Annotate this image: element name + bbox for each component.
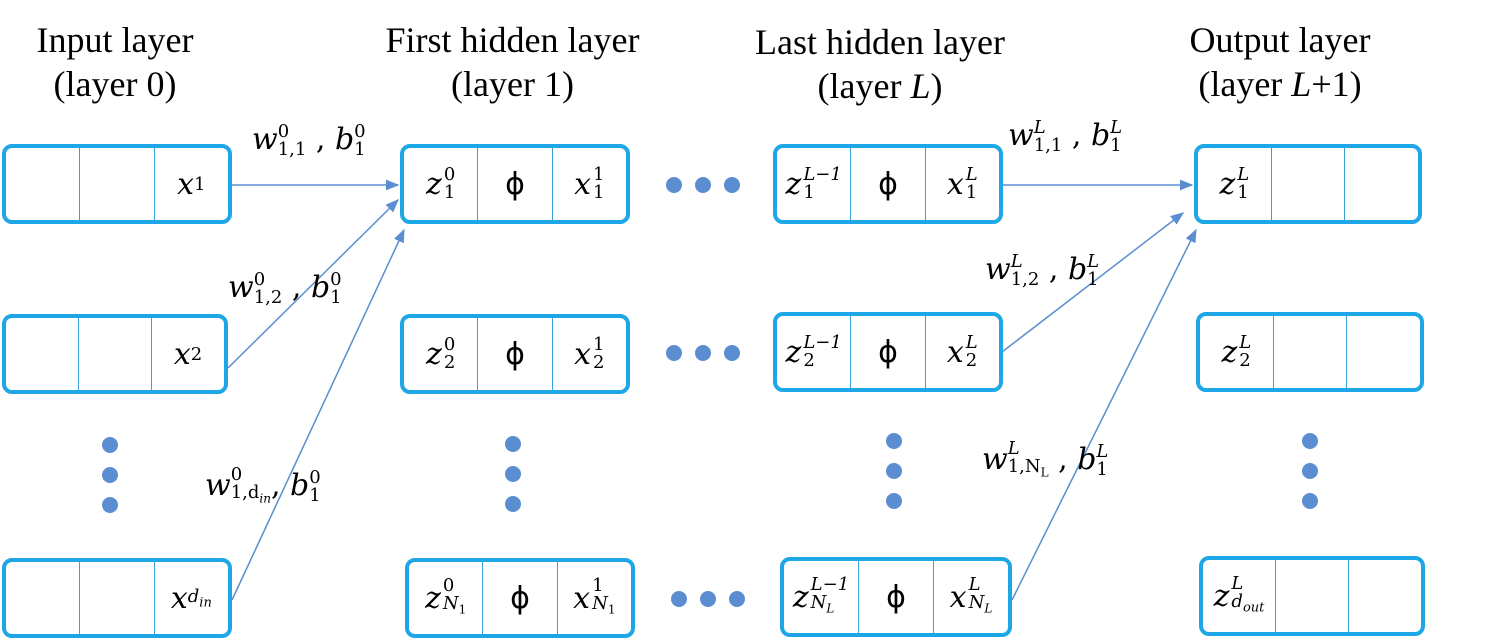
- node-cell-empty: [79, 562, 153, 634]
- node-cell-empty: [78, 318, 151, 390]
- ellipsis-dot: [1302, 493, 1318, 509]
- header-input-line2: (layer 0): [53, 64, 177, 104]
- ellipsis-dot: [886, 433, 902, 449]
- header-first-hidden-line1: First hidden layer: [385, 20, 640, 60]
- ellipsis-dot: [666, 345, 682, 361]
- node-cell-empty: [1275, 560, 1348, 632]
- header-output-line1: Output layer: [1189, 20, 1371, 60]
- activation-phi-cell: ϕ: [477, 148, 551, 220]
- activation-phi-cell: ϕ: [858, 561, 933, 633]
- node-cell-empty: [1346, 316, 1420, 388]
- ellipsis-dot: [695, 345, 711, 361]
- node-cell-empty: [1348, 560, 1421, 632]
- activation-phi-cell: ϕ: [850, 316, 924, 388]
- activation-phi-cell: ϕ: [850, 148, 924, 220]
- node-cell-empty: [1270, 148, 1345, 220]
- header-last-hidden-line1: Last hidden layer: [755, 22, 1005, 62]
- ellipsis-dot: [724, 345, 740, 361]
- node-cell-empty: [6, 318, 78, 390]
- ellipsis-dot: [102, 467, 118, 483]
- arrow-xL2-to-zL1: [1001, 212, 1185, 353]
- ellipsis-dot: [505, 466, 521, 482]
- ellipsis-dot: [886, 463, 902, 479]
- activation-phi-cell: ϕ: [477, 318, 551, 390]
- ellipsis-dot: [724, 177, 740, 193]
- activation-phi-cell: ϕ: [482, 562, 556, 634]
- ellipsis-dot: [729, 591, 745, 607]
- ellipsis-dot: [671, 591, 687, 607]
- ellipsis-dot: [700, 591, 716, 607]
- header-last-hidden-line2: (layer L): [817, 66, 943, 106]
- ellipsis-dot: [505, 496, 521, 512]
- ellipsis-dot: [1302, 433, 1318, 449]
- ellipsis-dot: [102, 437, 118, 453]
- node-cell-empty: [1272, 316, 1347, 388]
- node-cell-empty: [1344, 148, 1418, 220]
- arrow-xdin-to-z1: [231, 228, 405, 601]
- header-output-layer: Output layer (layer L+1): [1170, 18, 1390, 106]
- ellipsis-dot: [1302, 463, 1318, 479]
- ellipsis-dot: [695, 177, 711, 193]
- header-first-hidden-layer: First hidden layer (layer 1): [370, 18, 655, 106]
- ellipsis-dot: [886, 493, 902, 509]
- ellipsis-dot: [102, 497, 118, 513]
- ellipsis-dot: [505, 436, 521, 452]
- node-cell-empty: [79, 148, 153, 220]
- header-last-hidden-layer: Last hidden layer (layer L): [740, 20, 1020, 108]
- header-input-layer: Input layer (layer 0): [20, 18, 210, 106]
- ellipsis-dot: [666, 177, 682, 193]
- arrow-xLNL-to-zL1: [1011, 228, 1197, 601]
- node-cell-empty: [6, 148, 79, 220]
- arrow-x2-to-z1: [227, 199, 399, 369]
- header-input-line1: Input layer: [36, 20, 194, 60]
- node-cell-empty: [6, 562, 79, 634]
- header-first-hidden-line2: (layer 1): [451, 64, 574, 104]
- header-output-line2: (layer L+1): [1198, 64, 1362, 104]
